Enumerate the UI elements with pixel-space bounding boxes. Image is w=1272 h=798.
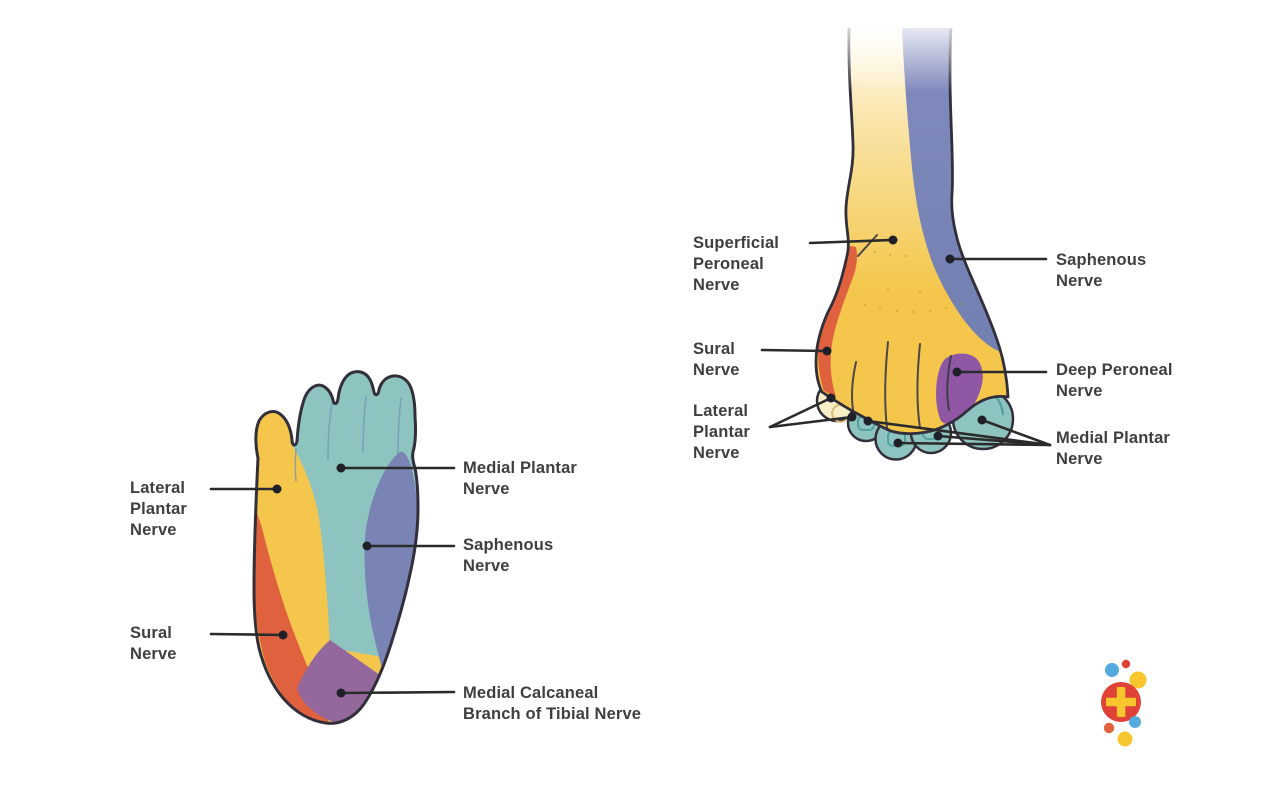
dorsal-skin-texture-dots	[863, 250, 964, 314]
leader-lateral-plantar-dorsal-b	[768, 415, 854, 429]
plantar-foot-outline	[252, 370, 420, 725]
leader-medial-plantar-dorsal-a	[866, 419, 1052, 447]
label-superficial-peroneal-nerve: Superficial Peroneal Nerve	[693, 234, 780, 294]
leader-medial-calcaneal	[339, 690, 456, 695]
leader-medial-plantar-dorsal-b	[896, 441, 1052, 447]
plantar-sural-region	[254, 505, 330, 724]
dorsal-foot-illustration	[814, 22, 1026, 461]
medical-plus-logo	[1101, 659, 1147, 747]
logo-dot-yellow-bottom	[1117, 731, 1133, 747]
label-medial-plantar-nerve-plantar: Medial Plantar Nerve	[463, 459, 577, 498]
label-sural-nerve-dorsal: Sural Nerve	[693, 340, 740, 379]
leader-dots-dorsal	[822, 235, 987, 448]
leader-sural	[209, 632, 285, 637]
dorsal-toe-creases	[851, 234, 952, 429]
logo-plus-icon	[1106, 687, 1136, 717]
label-medial-plantar-nerve-dorsal: Medial Plantar Nerve	[1056, 429, 1170, 468]
label-lateral-plantar-nerve-plantar: Lateral Plantar Nerve	[130, 479, 187, 539]
logo-dot-yellow-top	[1129, 671, 1147, 689]
dorsal-sural-region	[818, 246, 857, 397]
label-deep-peroneal-nerve: Deep Peroneal Nerve	[1056, 361, 1173, 400]
leader-lines-dorsal	[760, 238, 1052, 447]
label-sural-nerve-plantar: Sural Nerve	[130, 624, 177, 663]
leader-lines-plantar	[209, 466, 456, 695]
label-saphenous-nerve-plantar: Saphenous Nerve	[463, 536, 554, 575]
dorsal-foot-outline	[814, 27, 1010, 436]
leader-sural-dorsal	[760, 348, 829, 353]
label-medial-calcaneal-branch: Medial Calcaneal Branch of Tibial Nerve	[463, 684, 642, 723]
leader-lateral-plantar-dorsal-a	[768, 396, 833, 429]
logo-dot-blue-bottom	[1129, 716, 1141, 728]
label-lateral-plantar-nerve-dorsal: Lateral Plantar Nerve	[693, 402, 750, 462]
plantar-toe-creases	[294, 395, 402, 482]
leader-superficial-peroneal	[808, 238, 895, 245]
logo-dot-blue-top	[1105, 663, 1119, 677]
label-saphenous-nerve-dorsal: Saphenous Nerve	[1056, 251, 1147, 290]
leader-medial-plantar-dorsal-c	[936, 434, 1052, 447]
leader-medial-plantar-dorsal-d	[980, 418, 1052, 447]
leg-top-fade	[826, 22, 1026, 94]
leader-dots-plantar	[272, 463, 372, 698]
plantar-medial-calcaneal-region	[297, 640, 382, 724]
logo-dot-orange-bottom	[1103, 722, 1115, 734]
logo-dot-red-top	[1121, 659, 1131, 669]
